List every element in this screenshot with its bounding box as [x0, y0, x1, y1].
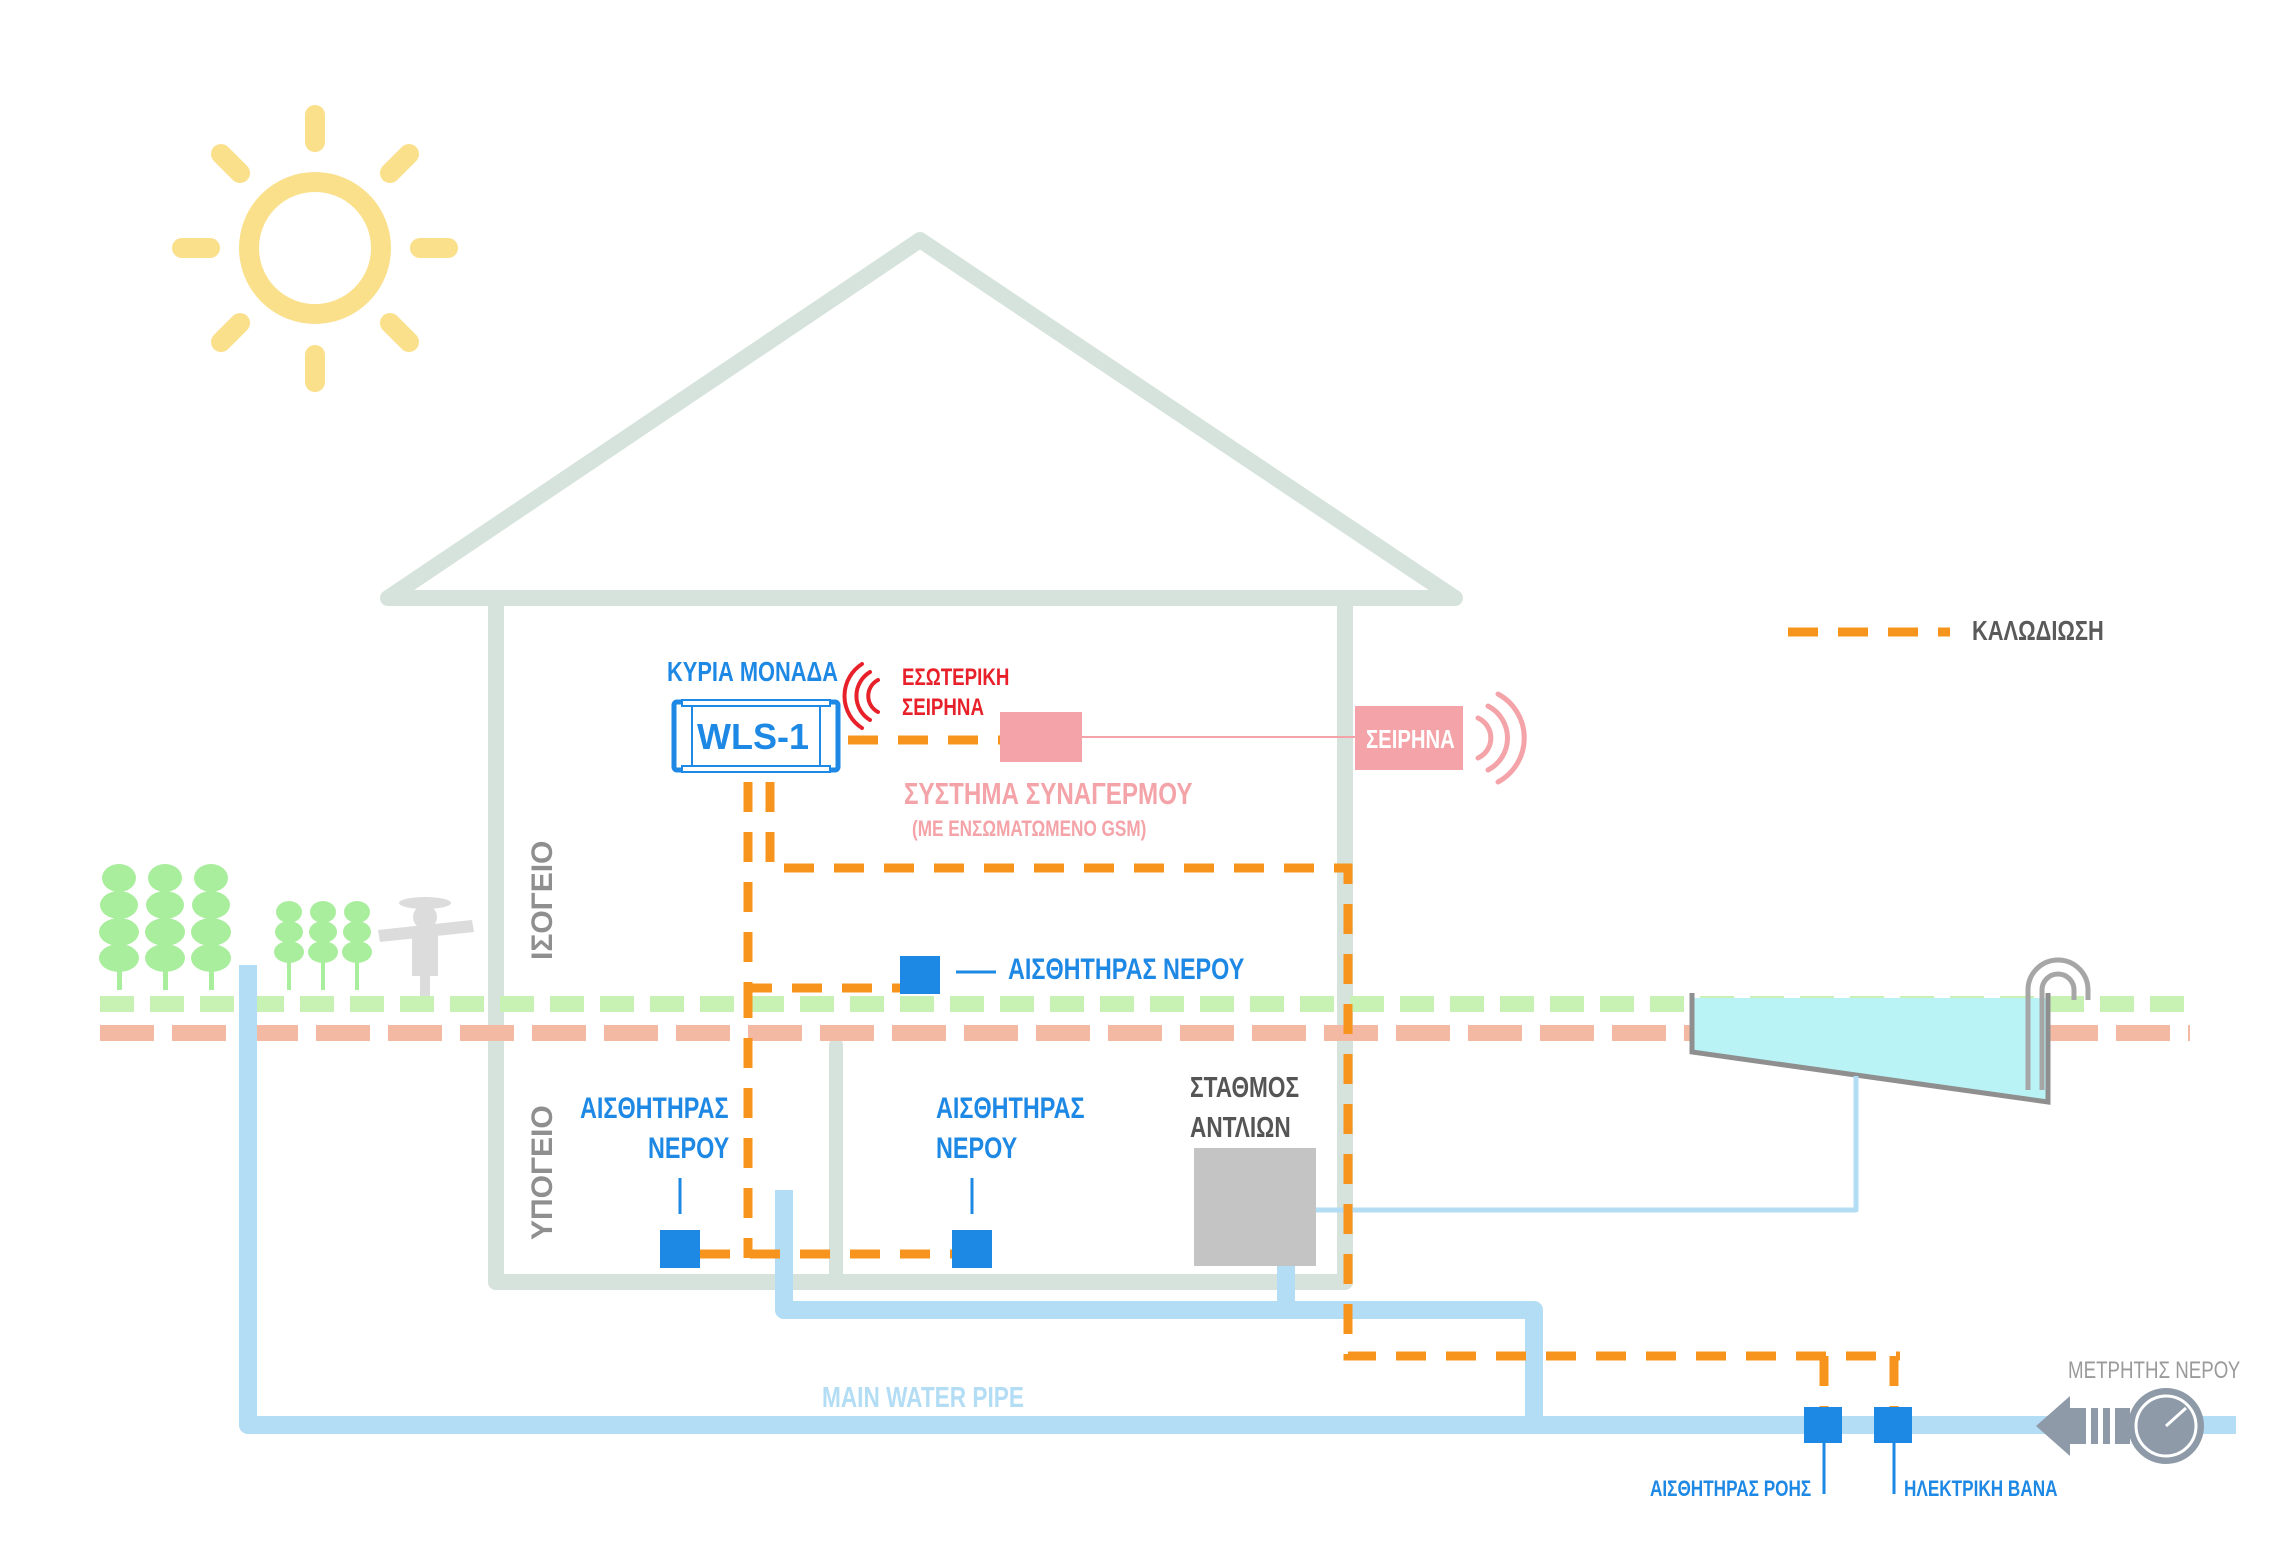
water-sensor-ground-label: ΑΙΣΘΗΤΗΡΑΣ ΝΕΡΟΥ	[1008, 953, 1245, 986]
wiring-legend-label: ΚΑΛΩΔΙΩΣΗ	[1972, 615, 2104, 646]
water-pipes	[239, 965, 2236, 1434]
electric-valve-label: ΗΛΕΚΤΡΙΚΗ ΒΑΝΑ	[1904, 1476, 2058, 1501]
pump-station	[1194, 1148, 1316, 1266]
tree-icon	[99, 864, 372, 990]
alarm-system-box	[1000, 712, 1082, 762]
main-unit-wls1	[671, 699, 841, 773]
electric-valve	[1874, 1407, 1912, 1443]
basement-label: ΥΠΟΓΕΙΟ	[526, 1105, 559, 1240]
water-sensor-basement-left-line2: ΝΕΡΟΥ	[648, 1132, 730, 1165]
pool-ladder-icon	[2025, 957, 2091, 1090]
water-meter-icon	[2036, 1388, 2204, 1464]
water-meter-label: ΜΕΤΡΗΤΗΣ ΝΕΡΟΥ	[2068, 1357, 2241, 1384]
water-sensor-basement-left-line1: ΑΙΣΘΗΤΗΡΑΣ	[580, 1092, 729, 1125]
scarecrow-icon	[378, 897, 474, 1006]
flow-sensor	[1804, 1407, 1842, 1443]
ground-floor-label: ΙΣΟΓΕΙΟ	[526, 840, 559, 960]
main-unit-model: WLS-1	[697, 716, 809, 757]
internal-siren-label-line1: ΕΣΩΤΕΡΙΚΗ	[902, 664, 1010, 691]
alarm-system-label-line1: ΣΥΣΤΗΜΑ ΣΥΝΑΓΕΡΜΟΥ	[904, 776, 1193, 811]
pump-station-label-line2: ΑΝΤΛΙΩΝ	[1190, 1112, 1291, 1144]
water-sensor-basement-right-line1: ΑΙΣΘΗΤΗΡΑΣ	[936, 1092, 1085, 1125]
flow-sensor-label: ΑΙΣΘΗΤΗΡΑΣ ΡΟΗΣ	[1650, 1476, 1812, 1501]
wiring	[700, 735, 1900, 1410]
sensor-leader-lines	[678, 970, 1896, 1494]
pool	[1689, 957, 2091, 1105]
water-sensor-basement-right-line2: ΝΕΡΟΥ	[936, 1132, 1018, 1165]
main-unit-title: ΚΥΡΙΑ ΜΟΝΑΔΑ	[667, 656, 839, 687]
pump-station-label-line1: ΣΤΑΘΜΟΣ	[1190, 1072, 1300, 1104]
siren-waves-icon	[842, 662, 880, 730]
external-siren-label: ΣΕΙΡΗΝΑ	[1366, 724, 1455, 754]
internal-siren-label-line2: ΣΕΙΡΗΝΑ	[902, 694, 984, 721]
siren-waves-icon	[1475, 691, 1527, 785]
water-sensors	[660, 956, 992, 1268]
sun-icon	[172, 105, 458, 392]
main-water-pipe-label: MAIN WATER PIPE	[822, 1382, 1024, 1414]
alarm-system-label-line2: (ΜΕ ΕΝΣΩΜΑΤΩΜΕΝΟ GSM)	[912, 816, 1147, 841]
external-siren-box	[1355, 706, 1463, 770]
